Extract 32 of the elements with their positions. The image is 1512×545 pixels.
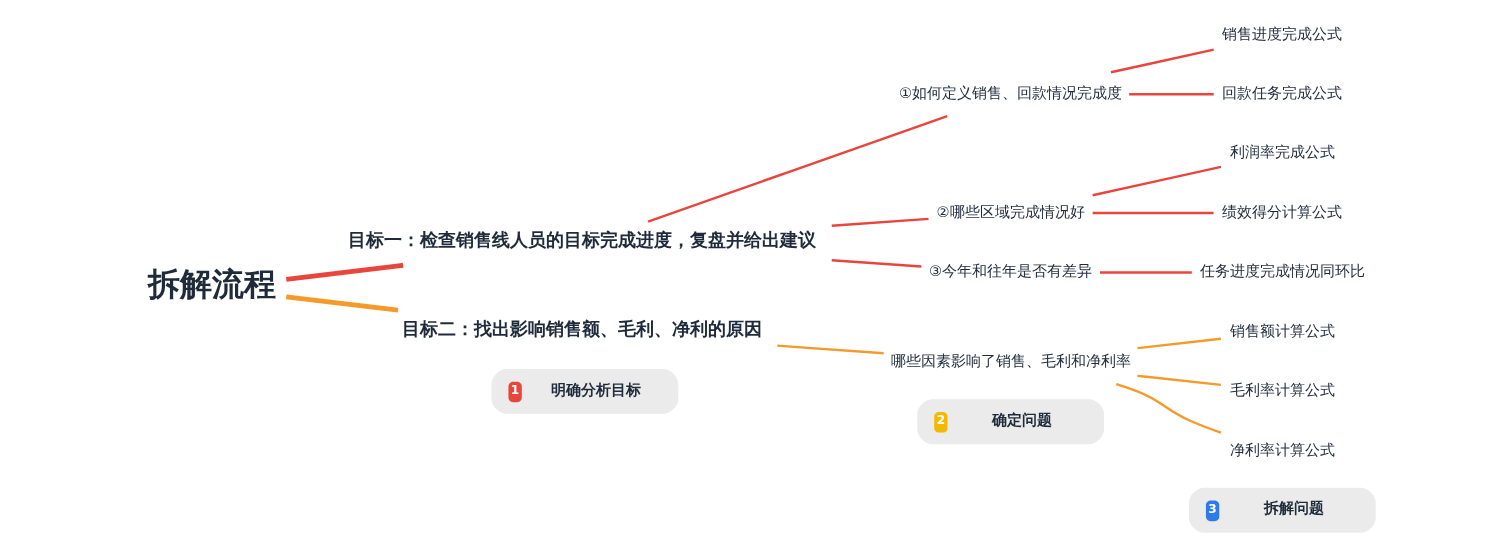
connector: [1091, 165, 1221, 197]
node-text: 哪些因素影响了销售、毛利和净利率: [890, 352, 1131, 370]
node-text: ①如何定义销售、回款情况完成度: [898, 83, 1122, 101]
node-text: 绩效得分计算公式: [1221, 202, 1342, 220]
node-box: 2 确定问题: [916, 399, 1104, 445]
connector: [647, 114, 948, 223]
connector: [831, 217, 929, 227]
node-text: 销售额计算公式: [1229, 321, 1335, 339]
node-text: ②哪些区域完成情况好: [936, 202, 1085, 220]
connector: [285, 294, 398, 313]
connector: [1136, 374, 1221, 387]
connector: [776, 344, 884, 355]
node-text: 销售进度完成公式: [1221, 24, 1342, 42]
node-text: 净利率计算公式: [1229, 440, 1335, 458]
node-text: 任务进度完成情况同环比: [1199, 262, 1365, 280]
connector: [1128, 92, 1214, 96]
node-box: 1 明确分析目标: [490, 368, 678, 414]
node-box: 3 拆解问题: [1188, 487, 1376, 533]
node-text: 回款任务完成公式: [1221, 83, 1342, 101]
node-text: ③今年和往年是否有差异: [928, 262, 1092, 280]
connector: [285, 262, 403, 282]
connector: [1136, 337, 1221, 350]
node-text: 目标一：检查销售线人员的目标完成进度，复盘并给出建议: [347, 229, 816, 251]
connector: [831, 259, 921, 268]
node-text: 毛利率计算公式: [1229, 381, 1335, 399]
node-text: 目标二：找出影响销售额、毛利、净利的原因: [401, 317, 762, 339]
node-text: 拆解流程: [147, 265, 276, 302]
connector: [1092, 211, 1214, 215]
connector: [1099, 271, 1192, 274]
connector: [1110, 48, 1214, 74]
connector: [1115, 382, 1221, 434]
node-text: 利润率完成公式: [1229, 143, 1335, 161]
